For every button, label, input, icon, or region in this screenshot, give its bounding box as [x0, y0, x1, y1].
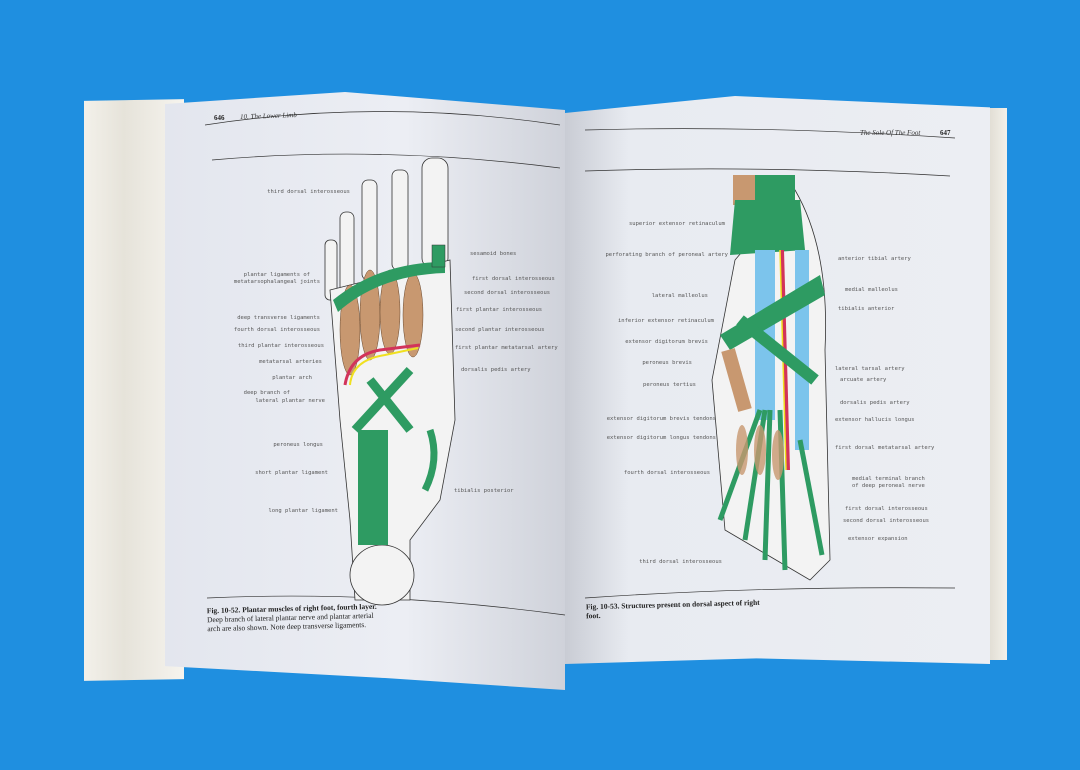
label-extensor-expansion: extensor expansion	[848, 536, 908, 542]
label-extensor-digitorum-brevis: extensor digitorum brevis	[625, 339, 708, 345]
label-second-plantar-interosseous: second plantar interosseous	[455, 327, 545, 333]
label-inferior-extensor-retinaculum: inferior extensor retinaculum	[617, 318, 714, 324]
label-third-dorsal-interosseous: third dorsal interosseous	[267, 189, 350, 195]
label-lateral-malleolus: lateral malleolus	[651, 293, 708, 299]
label-deep-branch: deep branch of	[243, 390, 290, 396]
label-plantar-ligaments: plantar ligaments of	[243, 272, 310, 278]
right-page-number: 647	[940, 129, 951, 137]
label-metatarsal-arteries: metatarsal arteries	[259, 359, 322, 365]
label-deep-transverse-ligaments: deep transverse ligaments	[237, 315, 320, 321]
label-third-plantar-interosseous: third plantar interosseous	[237, 343, 324, 349]
label-medial-terminal-branch: medial terminal branch	[852, 476, 925, 482]
label-extensor-hallucis-longus: extensor hallucis longus	[835, 417, 915, 423]
label-second-dorsal-interosseous-r: second dorsal interosseous	[843, 518, 930, 524]
label-dorsalis-pedis-artery-r: dorsalis pedis artery	[840, 400, 910, 406]
label-peroneus-brevis: peroneus brevis	[642, 360, 692, 366]
label-medial-malleolus: medial malleolus	[845, 287, 898, 293]
label-tibialis-posterior: tibialis posterior	[454, 488, 514, 494]
label-peroneus-tertius: peroneus tertius	[643, 382, 696, 388]
left-page-number: 646	[214, 114, 225, 122]
label-first-plantar-metatarsal-artery: first plantar metatarsal artery	[455, 345, 558, 351]
left-figure-caption: Fig. 10-52. Plantar muscles of right foo…	[207, 602, 378, 633]
label-perforating-branch: perforating branch of peroneal artery	[605, 252, 728, 258]
label-edl-tendons: extensor digitorum longus tendons	[606, 435, 716, 441]
label-first-dorsal-metatarsal-artery: first dorsal metatarsal artery	[835, 445, 935, 451]
label-plantar-arch: plantar arch	[272, 375, 312, 381]
label-peroneus-longus: peroneus longus	[273, 442, 323, 448]
label-deep-peroneal-nerve: of deep peroneal nerve	[852, 483, 925, 489]
label-fourth-dorsal-interosseous-r: fourth dorsal interosseous	[623, 470, 710, 476]
label-fourth-dorsal-interosseous: fourth dorsal interosseous	[233, 327, 320, 333]
label-first-dorsal-interosseous: first dorsal interosseous	[472, 276, 555, 282]
label-arcuate-artery: arcuate artery	[840, 377, 887, 383]
label-anterior-tibial-artery: anterior tibial artery	[838, 256, 911, 262]
book-page-edges-right	[985, 108, 1007, 660]
label-plantar-ligaments-2: metatarsophalangeal joints	[233, 279, 320, 285]
label-short-plantar-ligament: short plantar ligament	[255, 470, 328, 476]
label-sesamoid-bones: sesamoid bones	[470, 251, 517, 257]
right-running-head: The Sole Of The Foot	[860, 129, 921, 137]
label-tibialis-anterior: tibialis anterior	[838, 306, 895, 312]
label-long-plantar-ligament: long plantar ligament	[268, 508, 338, 514]
label-third-dorsal-interosseous-r: third dorsal interosseous	[639, 559, 722, 565]
label-dorsalis-pedis-artery: dorsalis pedis artery	[461, 367, 531, 373]
label-lateral-tarsal-artery: lateral tarsal artery	[835, 366, 905, 372]
label-superior-extensor-retinaculum: superior extensor retinaculum	[628, 221, 725, 227]
label-lateral-plantar-nerve: lateral plantar nerve	[255, 398, 325, 404]
label-edb-tendons: extensor digitorum brevis tendons	[606, 416, 716, 422]
label-first-plantar-interosseous: first plantar interosseous	[456, 307, 543, 313]
label-second-dorsal-interosseous: second dorsal interosseous	[464, 290, 551, 296]
label-first-dorsal-interosseous-r: first dorsal interosseous	[845, 506, 928, 512]
right-caption-label: Fig. 10-53.	[585, 601, 620, 612]
